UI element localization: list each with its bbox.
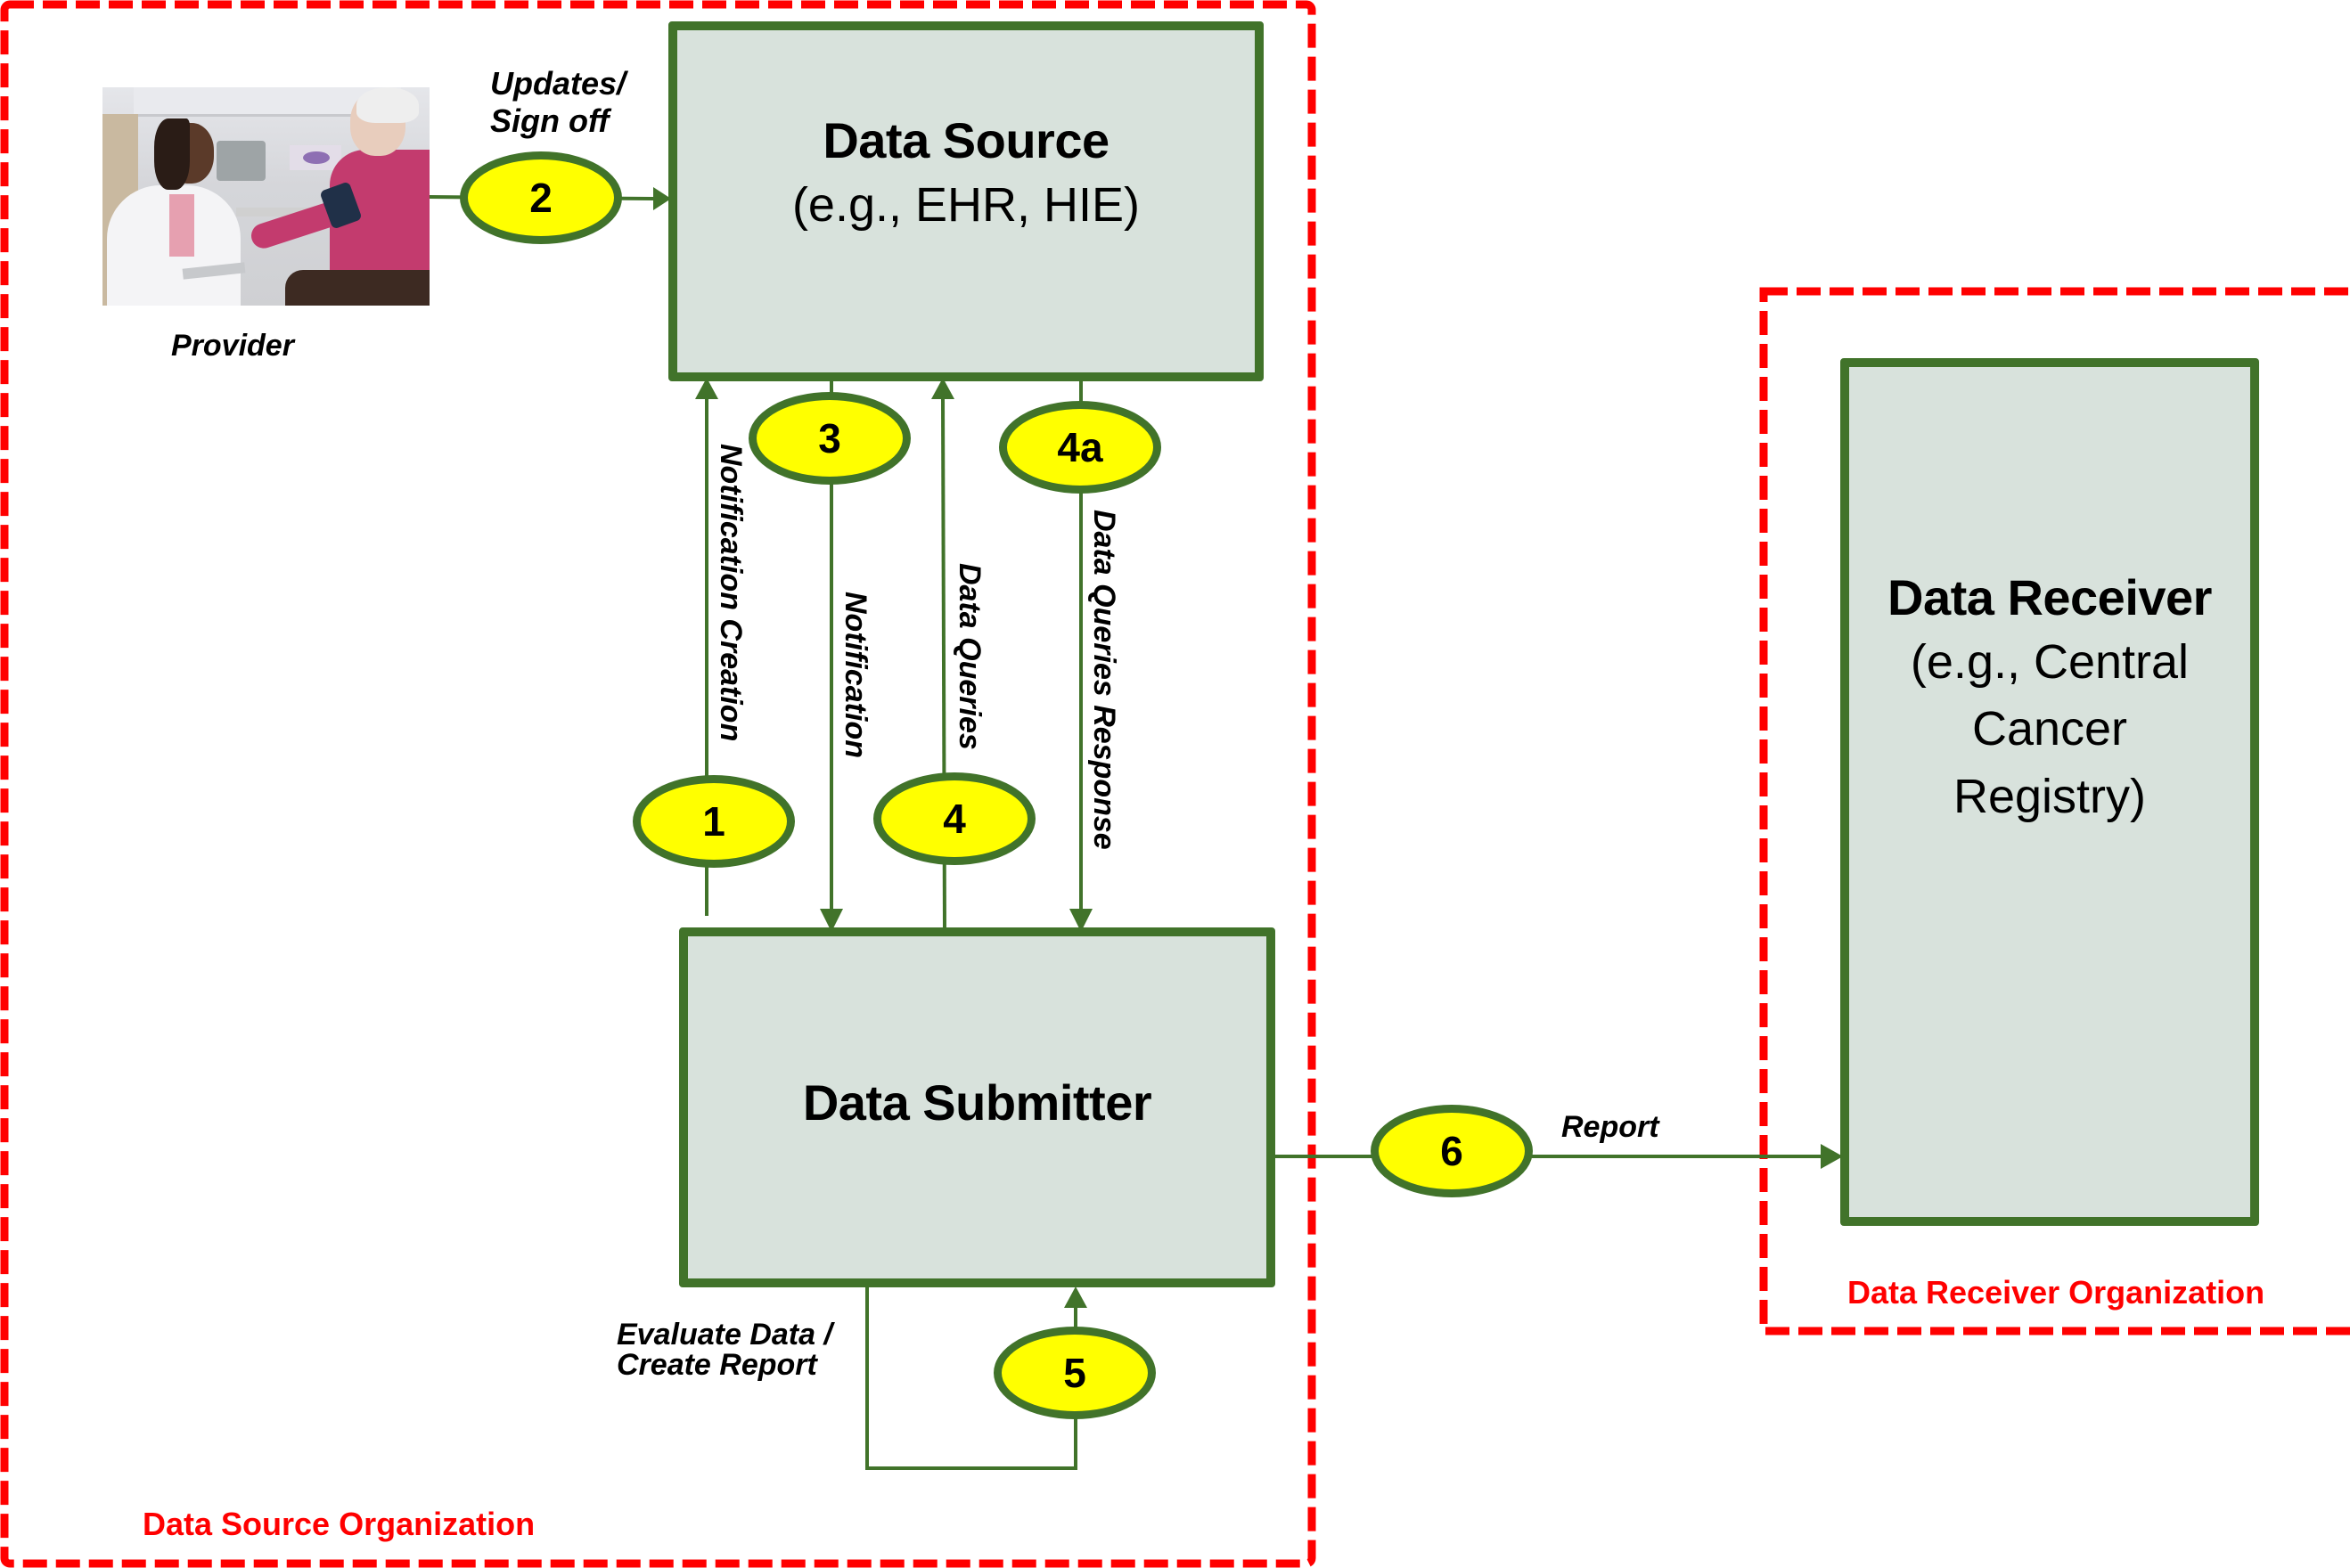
step-4a-label: Data Queries Response [1087, 510, 1121, 850]
arrowhead-step-4 [931, 378, 954, 399]
data-source-org-label: Data Source Organization [143, 1506, 536, 1542]
data-receiver-org-boundary [1759, 287, 2350, 1335]
photo-doctor-hair [154, 118, 190, 190]
data-receiver-subtitle-line-2: Cancer [1971, 702, 2128, 756]
step-badge-4a[interactable]: 4a [999, 401, 1161, 494]
provider-label: Provider [171, 329, 294, 363]
arrowhead-step-3 [820, 909, 843, 932]
data-source-org-boundary [0, 0, 1316, 1568]
step-badge-3[interactable]: 3 [749, 392, 911, 485]
photo-doctor-shirt [169, 194, 194, 257]
step-3-label: Notification [839, 592, 872, 758]
arrowhead-step-4a [1069, 909, 1093, 932]
photo-sink [236, 208, 325, 216]
photo-patient-legs [285, 270, 430, 306]
step-2-label-line-1: Updates/ [490, 65, 626, 102]
data-source-title: Data Source [823, 112, 1109, 169]
step-5-label-line-2: Create Report [617, 1348, 817, 1382]
photo-patient-hair [356, 87, 419, 123]
data-receiver-title: Data Receiver [1887, 568, 2212, 625]
step-6-label: Report [1561, 1110, 1659, 1144]
step-badge-2[interactable]: 2 [460, 151, 622, 244]
step-1-label: Notification Creation [714, 444, 748, 742]
data-receiver-subtitle-line-3: Registry) [1953, 769, 2147, 823]
step-badge-4[interactable]: 4 [873, 772, 1036, 865]
data-source-subtitle: (e.g., EHR, HIE) [791, 178, 1141, 233]
data-receiver-org-label: Data Receiver Organization [1847, 1274, 2265, 1311]
data-submitter-title: Data Submitter [802, 1074, 1152, 1131]
photo-monitor [217, 141, 266, 181]
data-submitter-box[interactable]: Data Submitter [679, 927, 1275, 1287]
step-4-label: Data Queries [953, 563, 987, 750]
step-5-label-line-1: Evaluate Data / [617, 1318, 832, 1352]
data-receiver-subtitle-line-1: (e.g., Central [1910, 634, 2190, 689]
step-badge-1[interactable]: 1 [633, 775, 795, 868]
step-2-label-line-2: Sign off [490, 102, 610, 139]
data-source-box[interactable]: Data Source (e.g., EHR, HIE) [668, 21, 1264, 381]
step-badge-6[interactable]: 6 [1371, 1105, 1533, 1197]
arrowhead-step-5 [1064, 1286, 1087, 1308]
arrowhead-step-6 [1821, 1144, 1843, 1169]
arrowhead-step-1 [695, 378, 718, 399]
step-badge-5[interactable]: 5 [994, 1327, 1156, 1419]
data-receiver-box[interactable]: Data Receiver (e.g., Central Cancer Regi… [1840, 358, 2259, 1226]
arrowhead-step-2 [653, 187, 671, 210]
photo-glove [303, 151, 330, 164]
provider-photo [102, 87, 430, 306]
